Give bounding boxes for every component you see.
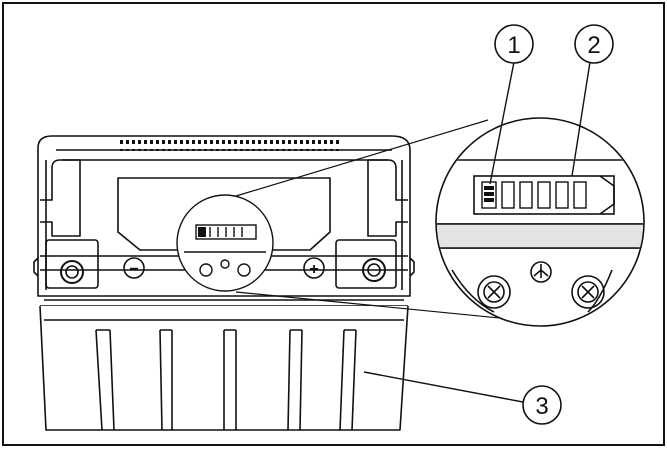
magnifier-source-circle — [176, 194, 274, 292]
lit-segment — [484, 186, 494, 202]
indicator-segment — [537, 181, 551, 209]
indicator-segment — [501, 181, 515, 209]
negative-terminal-symbol: − — [129, 261, 138, 278]
callout-1: 1 — [489, 24, 534, 185]
callout-3: 3 — [363, 371, 562, 425]
callout-label-2: 2 — [587, 32, 600, 59]
charge-indicator — [481, 181, 587, 209]
callout-2: 2 — [571, 24, 614, 177]
positive-terminal-symbol: + — [309, 261, 318, 278]
callout-label-1: 1 — [507, 32, 520, 59]
magnifier-leader-lines — [235, 119, 521, 321]
indicator-segment — [555, 181, 569, 209]
indicator-segment — [519, 181, 533, 209]
indicator-segment — [573, 181, 587, 209]
callout-label-3: 3 — [535, 393, 548, 420]
magnified-view — [435, 117, 645, 327]
